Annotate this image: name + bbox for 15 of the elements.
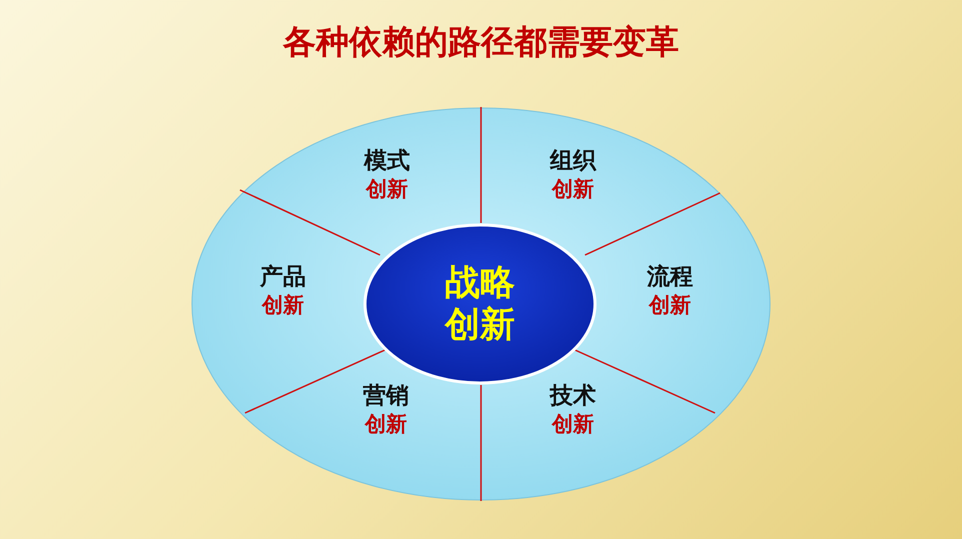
title: 各种依赖的路径都需要变革 (282, 21, 680, 63)
sector-heading: 营销 (363, 382, 409, 411)
sector-subheading: 创新 (552, 176, 594, 202)
sector-heading: 模式 (364, 147, 410, 176)
sector-subheading: 创新 (366, 176, 408, 202)
sector-heading: 技术 (550, 382, 596, 411)
sector-heading: 产品 (260, 263, 306, 292)
sector-subheading: 创新 (262, 292, 304, 318)
sector-subheading: 创新 (552, 410, 594, 437)
sector-heading: 组织 (550, 147, 596, 176)
sector-heading: 流程 (647, 263, 693, 292)
sector-subheading: 创新 (365, 410, 407, 437)
oval-panel (191, 107, 771, 501)
center-label: 战略创新 (443, 262, 516, 346)
sector-subheading: 创新 (649, 292, 691, 318)
